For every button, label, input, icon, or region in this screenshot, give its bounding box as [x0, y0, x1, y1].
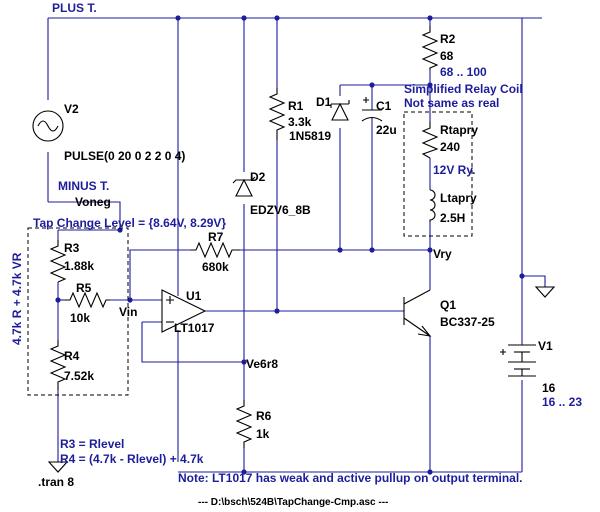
junction-dot [241, 15, 247, 21]
r5-label: R5 [76, 281, 92, 295]
divider-side-note: 4.7k R + 4.7k VR [10, 252, 24, 345]
d1-label: D1 [316, 95, 332, 109]
r3-value: 1.88k [64, 259, 94, 273]
junction-dot [369, 247, 375, 253]
junction-dot [337, 247, 343, 253]
r4-label: R4 [64, 349, 80, 363]
v1-label: V1 [538, 339, 553, 353]
junction-dot [127, 297, 133, 303]
junction-dot [241, 469, 247, 475]
r7-symbol [190, 241, 240, 259]
junction-dot [274, 15, 280, 21]
v2-label: V2 [64, 102, 79, 116]
tap-change-note: Tap Change Level = {8.64V, 8.29V} [33, 216, 226, 230]
pullup-note: Note: LT1017 has weak and active pullup … [178, 471, 523, 485]
junction-dot [427, 82, 433, 88]
r2-label: R2 [440, 32, 456, 46]
junction-dot [519, 273, 525, 279]
r3-label: R3 [64, 241, 80, 255]
junction-dot [427, 247, 433, 253]
net-label-vin: Vin [119, 305, 137, 319]
wire-r7-left [129, 249, 190, 300]
tran-directive: .tran 8 [38, 475, 74, 489]
divider-box [27, 227, 129, 396]
r7-label: R7 [208, 230, 224, 244]
r4-symbol [49, 340, 67, 390]
r6-label: R6 [256, 409, 272, 423]
r4-equation: R4 = (4.7k - Rlevel) + 4.7k [60, 452, 204, 466]
junction-dot [369, 82, 375, 88]
relay-coil-box [403, 111, 473, 237]
relay-note-2: Not same as real [404, 96, 499, 110]
r6-symbol [235, 400, 253, 448]
r1-label: R1 [288, 99, 304, 113]
ltapry-value: 2.5H [440, 211, 465, 225]
r4-value: 7.52k [64, 369, 94, 383]
r1-symbol [268, 88, 286, 140]
c1-label: C1 [376, 99, 392, 113]
file-path: --- D:\bsch\524B\TapChange-Cmp.asc --- [198, 497, 388, 508]
q1-value: BC337-25 [440, 315, 495, 329]
r1-value: 3.3k [288, 115, 312, 129]
net-label-voneg: Voneg [75, 195, 111, 209]
r2-symbol [421, 26, 439, 70]
wires [47, 17, 546, 473]
d2-symbol [232, 176, 256, 197]
junction-dot [427, 15, 433, 21]
c1-value: 22u [376, 123, 397, 137]
net-label-plus: PLUS T. [52, 1, 97, 15]
r7-value: 680k [202, 260, 229, 274]
v1-value: 16 [542, 381, 556, 395]
v2-source-symbol [32, 110, 64, 142]
d1-symbol [330, 100, 350, 121]
u1-value: LT1017 [174, 321, 215, 335]
ground-symbol [534, 286, 556, 298]
relay-note-1: Simplified Relay Coil [404, 82, 523, 96]
rtapry-symbol [421, 122, 439, 159]
r3-symbol [49, 240, 67, 283]
c1-symbol [361, 97, 383, 122]
ltapry-symbol [429, 189, 436, 222]
net-label-minus: MINUS T. [58, 179, 109, 193]
q1-transistor-symbol [403, 289, 432, 337]
wire-minus [48, 201, 121, 230]
ltapry-label: Ltapry [440, 191, 477, 205]
q1-label: Q1 [440, 298, 456, 312]
d2-label: D2 [250, 170, 266, 184]
junction-dot [175, 15, 181, 21]
r5-symbol [65, 291, 110, 309]
d1-value: 1N5819 [289, 129, 331, 143]
v2-value: PULSE(0 20 0 2 2 0 4) [64, 149, 185, 163]
rtapry-value: 240 [440, 140, 460, 154]
net-label-vry: Vry [433, 247, 452, 261]
r5-value: 10k [70, 311, 90, 325]
relay-12v-note: 12V Ry. [433, 163, 475, 177]
junction-dot [117, 227, 123, 233]
r2-range: 68 .. 100 [440, 65, 487, 79]
d2-value: EDZV6_8B [250, 203, 311, 217]
u1-opamp-symbol [161, 289, 207, 333]
junction-dot [241, 359, 247, 365]
r6-value: 1k [256, 427, 270, 441]
wire-gnd-tap [522, 275, 546, 287]
r3-equation: R3 = Rlevel [60, 437, 124, 451]
u1-label: U1 [186, 289, 202, 303]
wire-u1-minus-ret [141, 322, 244, 363]
rtapry-label: Rtapry [440, 123, 478, 137]
junctions [55, 15, 525, 475]
ground-symbol [47, 461, 69, 473]
v1-battery-symbol [500, 344, 536, 377]
junction-dot [427, 469, 433, 475]
r2-value: 68 [440, 49, 454, 63]
junction-dot [274, 308, 280, 314]
v1-range: 16 .. 23 [542, 395, 582, 409]
net-label-ve6r8: Ve6r8 [246, 357, 278, 371]
junction-dot [55, 297, 61, 303]
